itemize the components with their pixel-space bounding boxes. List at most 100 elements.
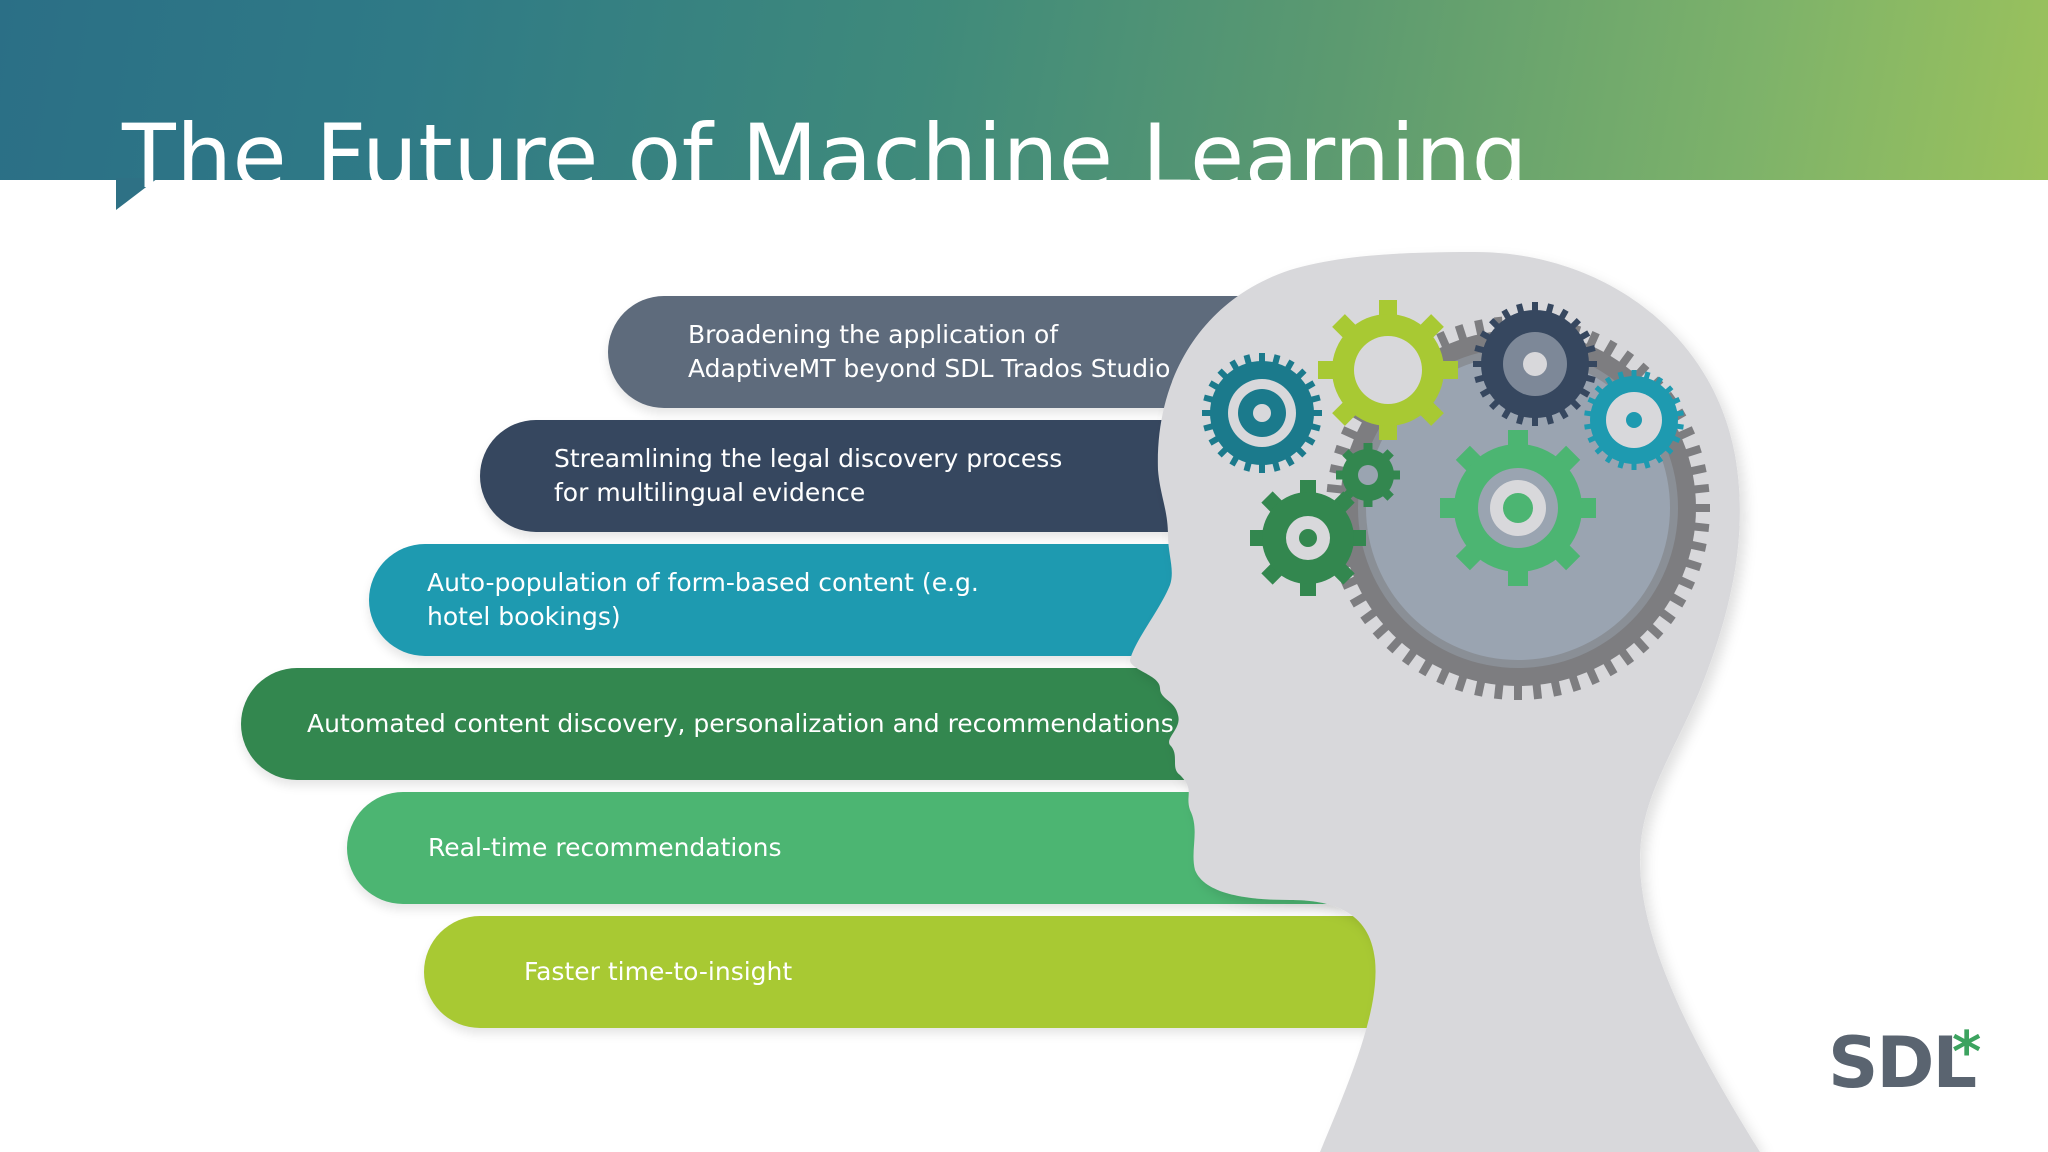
gear-tooth xyxy=(1363,499,1373,507)
gear-tooth xyxy=(1694,504,1710,512)
gear-tooth xyxy=(1689,464,1707,476)
gear-tooth xyxy=(1363,443,1373,451)
gear-tooth xyxy=(1631,462,1637,470)
gear-tooth xyxy=(1473,361,1483,367)
navy-gear xyxy=(1481,310,1589,418)
gear-tooth xyxy=(1379,300,1397,316)
gear-tooth xyxy=(1532,416,1538,426)
gear-tooth xyxy=(1340,426,1359,441)
gear-tooth xyxy=(1419,314,1444,339)
list-item-label: Streamlining the legal discovery process… xyxy=(554,444,1063,507)
gear-tooth xyxy=(1392,470,1400,480)
gear-tooth xyxy=(1455,544,1482,571)
gear-tooth xyxy=(1632,636,1650,654)
gear-tooth xyxy=(1259,353,1265,363)
gear-teeth xyxy=(1250,480,1366,596)
list-item-label: Auto-population of form-based content (e… xyxy=(427,568,979,631)
list-item-content-discovery: Automated content discovery, personaliza… xyxy=(241,668,1241,780)
gear-tooth xyxy=(1352,530,1366,546)
list-item-auto-population: Auto-population of form-based content (e… xyxy=(369,544,1229,656)
gear-tooth xyxy=(1333,563,1355,585)
gear-tooth xyxy=(1602,339,1618,358)
gear-tooth xyxy=(1442,361,1458,379)
gear-tooth xyxy=(1554,445,1581,472)
dark-green-gear xyxy=(1262,492,1354,584)
gear-tooth xyxy=(1349,592,1368,608)
gear-tooth xyxy=(1568,674,1582,692)
gear-tooth xyxy=(1631,370,1637,378)
gear-tooth xyxy=(1342,449,1355,462)
gear-tooth xyxy=(1360,608,1378,625)
gear-tooth xyxy=(1632,362,1650,380)
gear-teeth xyxy=(1336,443,1400,507)
gear-tooth xyxy=(1474,679,1486,697)
gear-tooth xyxy=(1580,498,1596,518)
gear-tooth xyxy=(1554,544,1581,571)
list-item-label: Automated content discovery, personaliza… xyxy=(307,709,1174,738)
list-item-faster-insight: Faster time-to-insight xyxy=(424,916,1384,1028)
gear-tooth xyxy=(1381,449,1394,462)
gear-tooth xyxy=(1418,658,1434,677)
gear-tooth xyxy=(1332,401,1357,426)
gear-tooth xyxy=(1684,444,1702,458)
gear-tooth xyxy=(1692,522,1710,533)
list-item-label: Broadening the application of AdaptiveMT… xyxy=(688,320,1171,383)
banner-pointer xyxy=(116,178,158,210)
gear-tooth xyxy=(1514,684,1522,700)
sdl-logo-star-icon: * xyxy=(1952,1020,1982,1085)
gear-tooth xyxy=(1250,530,1264,546)
lime-gear xyxy=(1332,314,1444,426)
gear-tooth xyxy=(1261,491,1283,513)
gear-tooth xyxy=(1436,667,1451,686)
gear-tooth xyxy=(1381,488,1394,501)
gear-tooth xyxy=(1333,491,1355,513)
page-title: The Future of Machine Learning xyxy=(122,104,1529,208)
gear-tooth xyxy=(1532,302,1538,312)
gear-tooth xyxy=(1386,636,1404,654)
gear-tooth xyxy=(1336,470,1344,480)
green-gear xyxy=(1454,444,1582,572)
gear-tooth xyxy=(1677,426,1696,441)
gear-tooth xyxy=(1419,401,1444,426)
gear-tooth xyxy=(1379,424,1397,440)
gear-tooth xyxy=(1340,575,1359,590)
small-green-gear xyxy=(1342,449,1394,501)
list-item-label: Real-time recommendations xyxy=(428,833,782,862)
sdl-logo: SDL xyxy=(1828,1022,1977,1104)
gear-tooth xyxy=(1202,410,1212,416)
gear-teeth xyxy=(1440,430,1596,586)
cyan-gear xyxy=(1590,376,1678,464)
gear-tooth xyxy=(1342,488,1355,501)
gear-tooth xyxy=(1493,682,1504,700)
list-item-label: Faster time-to-insight xyxy=(524,957,793,986)
gear-tooth xyxy=(1508,430,1528,446)
gear-tooth xyxy=(1677,575,1696,590)
gear-tooth xyxy=(1532,682,1543,700)
list-item-legal-discovery: Streamlining the legal discovery process… xyxy=(480,420,1240,532)
gear-tooth xyxy=(1658,608,1676,625)
gear-tooth xyxy=(1585,330,1600,349)
gear-tooth xyxy=(1602,658,1618,677)
gear-tooth xyxy=(1550,679,1562,697)
gear-tooth xyxy=(1585,667,1600,686)
title-banner xyxy=(0,0,2048,180)
gear-tooth xyxy=(1332,314,1357,339)
gear-tooth xyxy=(1508,570,1528,586)
gear-tooth xyxy=(1326,483,1344,494)
gear-tooth xyxy=(1618,648,1635,666)
gear-tooth xyxy=(1300,480,1316,494)
gear-tooth xyxy=(1454,674,1468,692)
gear-tooth xyxy=(1455,445,1482,472)
list-item-realtime: Real-time recommendations xyxy=(347,792,1347,904)
gear-tooth xyxy=(1454,324,1468,342)
gear-tooth xyxy=(1684,558,1702,572)
gear-tooth xyxy=(1587,361,1597,367)
teal-gear xyxy=(1210,361,1314,465)
gear-tooth xyxy=(1372,622,1390,640)
gear-tooth xyxy=(1689,540,1707,552)
gear-tooth xyxy=(1692,483,1710,494)
gear-tooth xyxy=(1436,330,1451,349)
gear-tooth xyxy=(1401,648,1418,666)
gear-tooth xyxy=(1440,498,1456,518)
